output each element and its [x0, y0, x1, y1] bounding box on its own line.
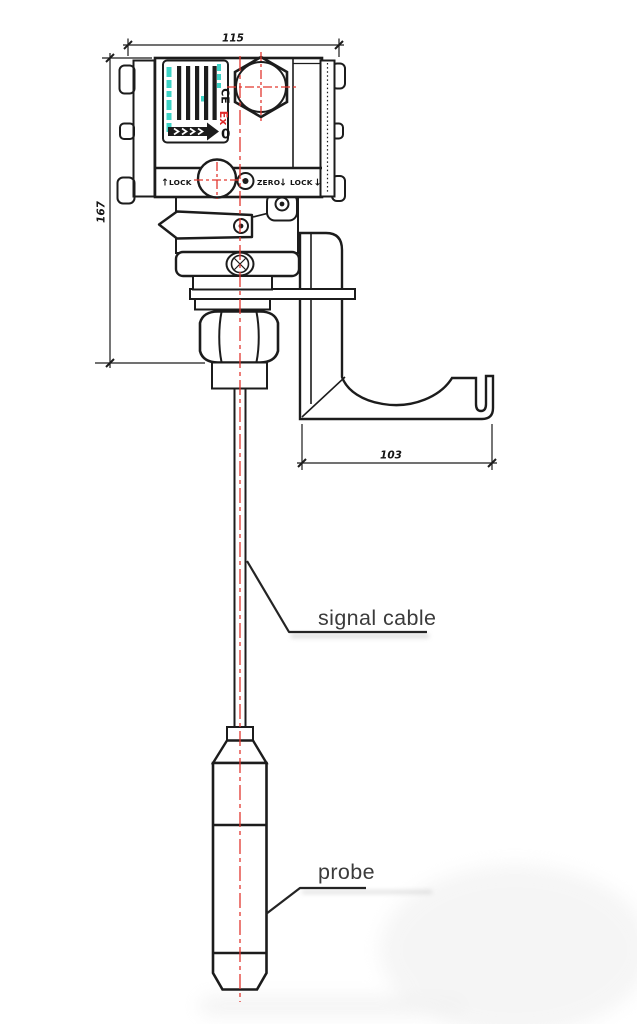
lock-left-label: LOCK: [169, 178, 192, 187]
lock-down-arrow: ↓: [314, 178, 322, 189]
nameplate-text-bars: [177, 66, 217, 120]
zero-down-arrow: ↓: [279, 178, 287, 189]
ex-mark: Ex: [217, 111, 230, 126]
hex-nut-outline: [198, 310, 280, 364]
probe-leader-line: [265, 886, 366, 915]
extension-line: [127, 38, 340, 57]
dimension-tick: [105, 53, 115, 368]
dimension-tick: [123, 40, 344, 50]
dimension-bracket-depth: 103: [297, 424, 497, 470]
lock-up-arrow: ↑: [161, 178, 169, 189]
connection-ring-upper: [192, 275, 273, 291]
zero-label: ZERO: [257, 178, 280, 187]
dimension-head-width: 115: [123, 33, 344, 57]
scan-shadow-artifacts: [200, 865, 637, 1024]
arrow-logo-icon: [168, 122, 219, 141]
probe-label: probe: [318, 860, 375, 884]
bracket-gusset-line: [301, 376, 346, 418]
strap-bolt-center: [279, 201, 285, 207]
name-tag: [157, 210, 254, 240]
centerlines: [194, 52, 296, 1002]
hex-nut-facet-right: [255, 311, 260, 363]
gland-hexagon: [233, 55, 289, 119]
hex-nut: [198, 310, 280, 390]
dimension-value-115: 115: [222, 33, 244, 45]
dimension-value-103: 103: [380, 450, 402, 462]
zero-digit: 0: [221, 127, 230, 143]
adjust-screw-center: [242, 178, 249, 184]
dimension-head-height: 167: [95, 53, 205, 368]
signal-cable: [233, 388, 247, 727]
signal-cable-label: signal cable: [318, 606, 436, 630]
head-lug-left-top: [118, 64, 136, 95]
signal-cable-leader-line: [246, 560, 427, 634]
leader-shadows: [291, 634, 432, 894]
dimension-tick: [297, 458, 497, 468]
adjust-boss: [196, 158, 238, 199]
tag-screw-center: [238, 223, 244, 229]
nameplate: CE Ex 0: [162, 59, 232, 144]
head-lug-left-bottom: [116, 176, 136, 205]
hex-nut-facet-left: [218, 311, 223, 363]
head-lug-left-mid: [119, 122, 135, 140]
cover-ring-knurled: [132, 59, 156, 198]
zero-adjust-band: ↑ LOCK ZERO ↓ LOCK ↓: [155, 158, 322, 199]
cover-ring-right: [319, 59, 336, 198]
connection-ring-lower: [194, 298, 271, 311]
mounting-bracket: [298, 231, 495, 421]
callout-probe: probe: [265, 860, 375, 915]
ce-mark: CE: [219, 88, 232, 104]
callout-signal-cable: signal cable: [246, 560, 436, 634]
lock-right-label: LOCK: [290, 178, 313, 187]
dimension-value-167: 167: [96, 200, 108, 223]
